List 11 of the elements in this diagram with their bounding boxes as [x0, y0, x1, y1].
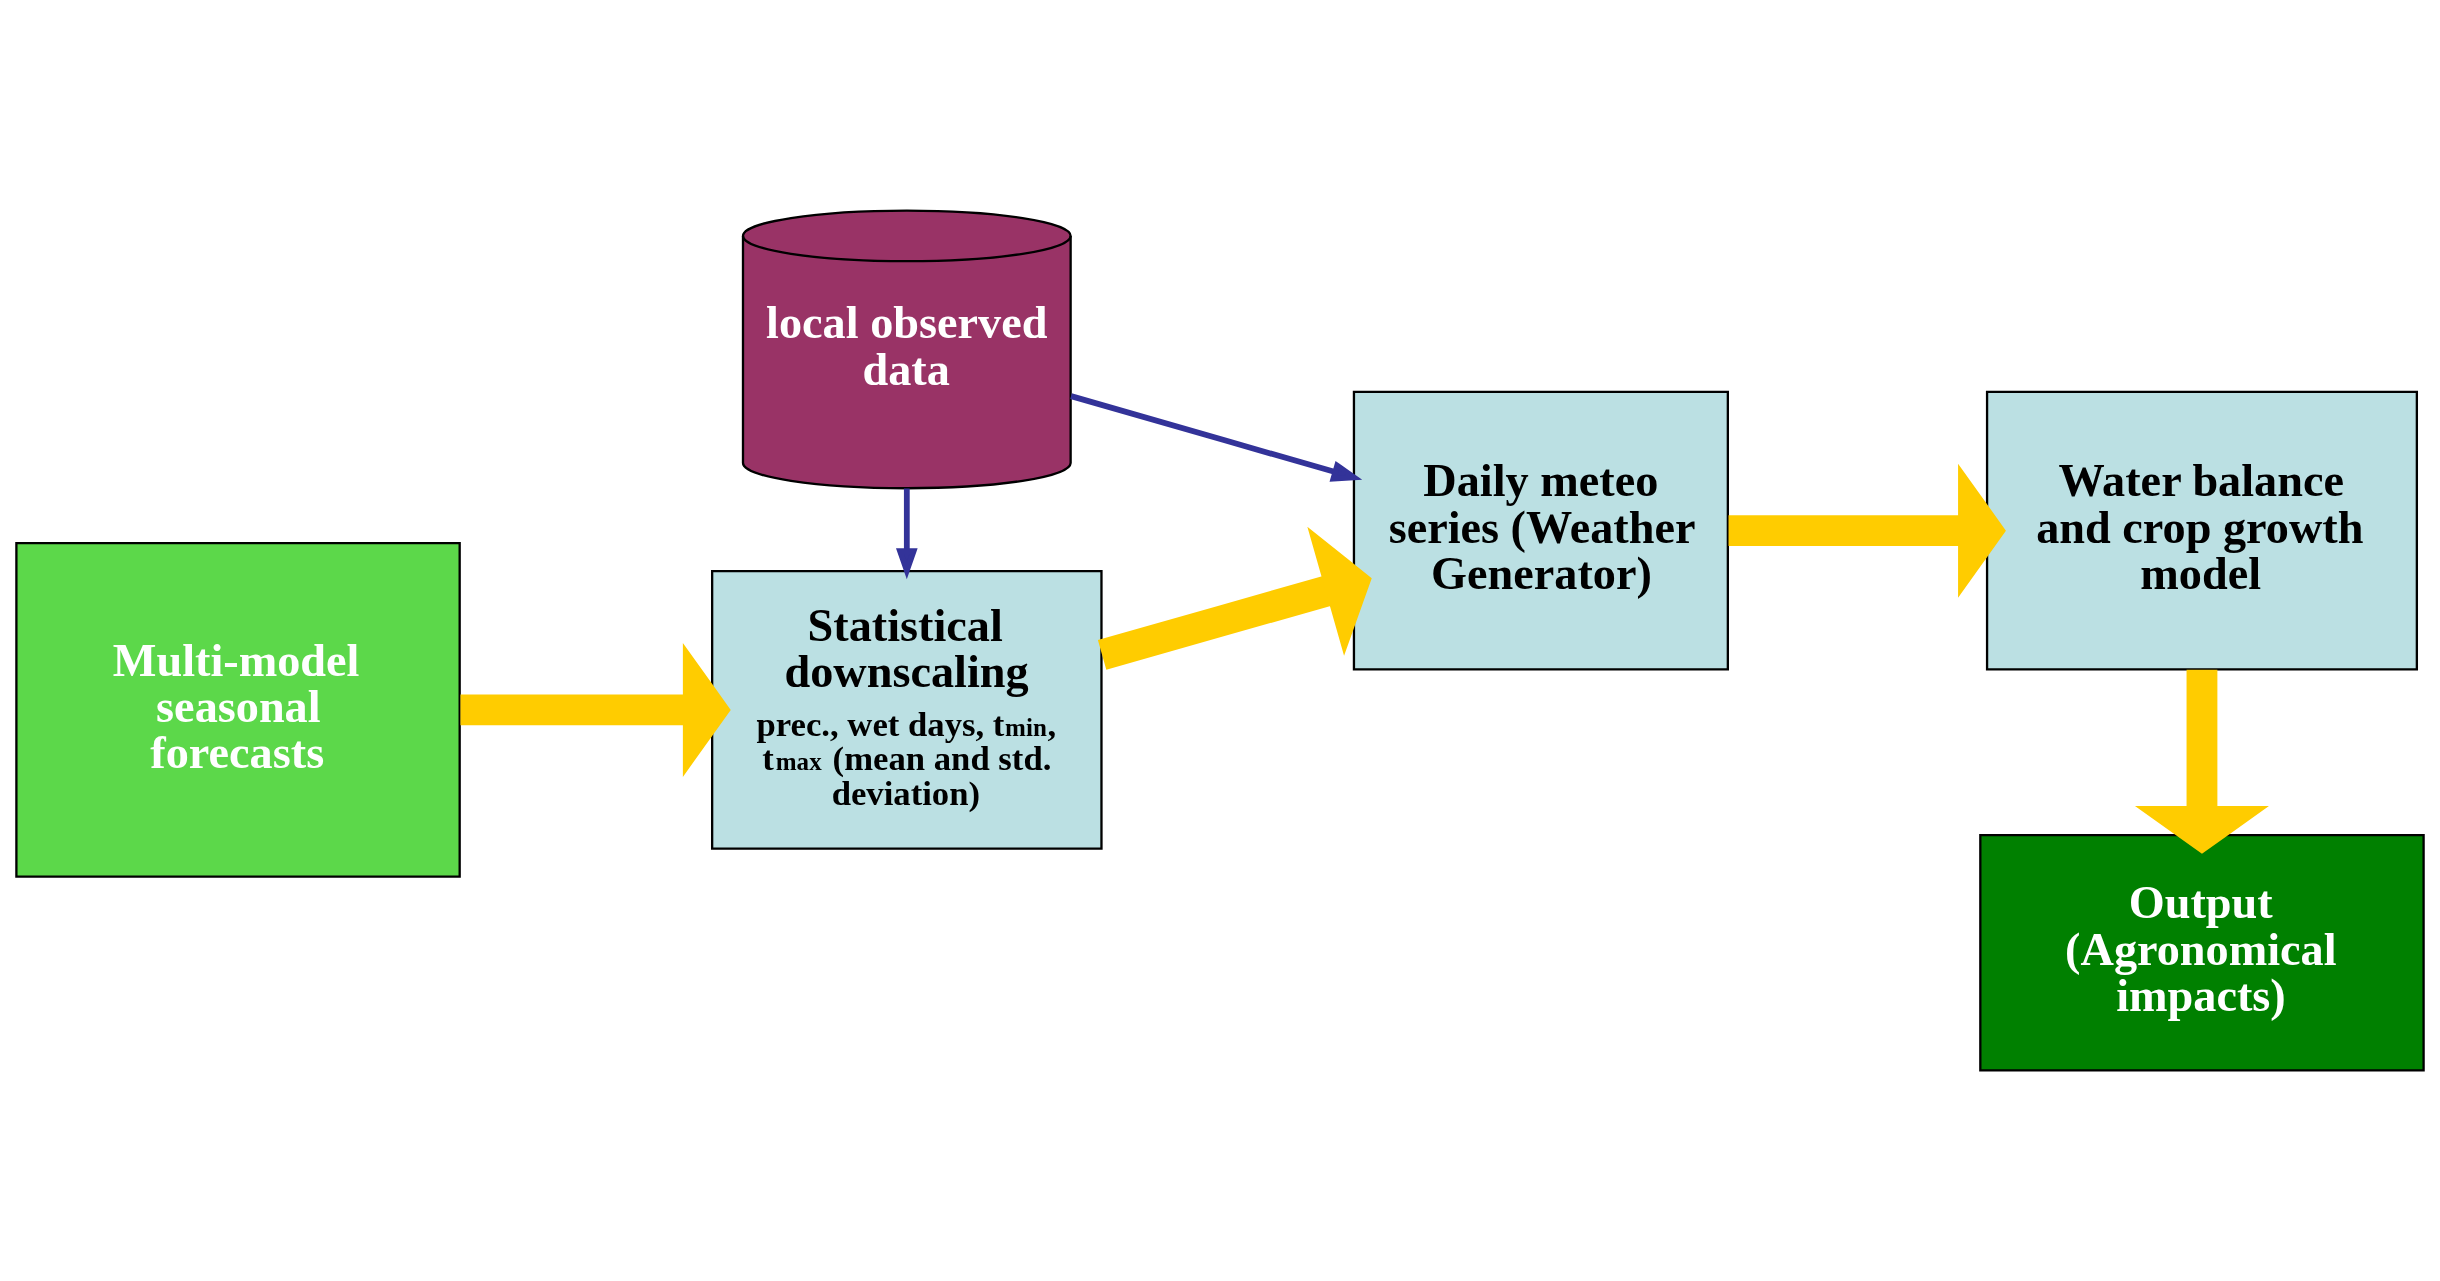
arrow [896, 488, 918, 580]
node-box: Statistical downscaling prec., wet days, tmin, tmax (mean and std. deviation) [711, 569, 1103, 850]
node-box: Output (Agronomical impacts) [1979, 834, 2425, 1072]
node-box: Water balance and crop growth model [1985, 390, 2418, 671]
node-box: Daily meteo series (Weather Generator) [1352, 390, 1729, 671]
node-box: Multi-model seasonal forecasts [15, 542, 461, 878]
arrow [1097, 526, 1372, 670]
arrow [460, 642, 731, 777]
arrow [2134, 669, 2269, 854]
arrow [1728, 463, 2006, 598]
arrow [1070, 393, 1363, 482]
